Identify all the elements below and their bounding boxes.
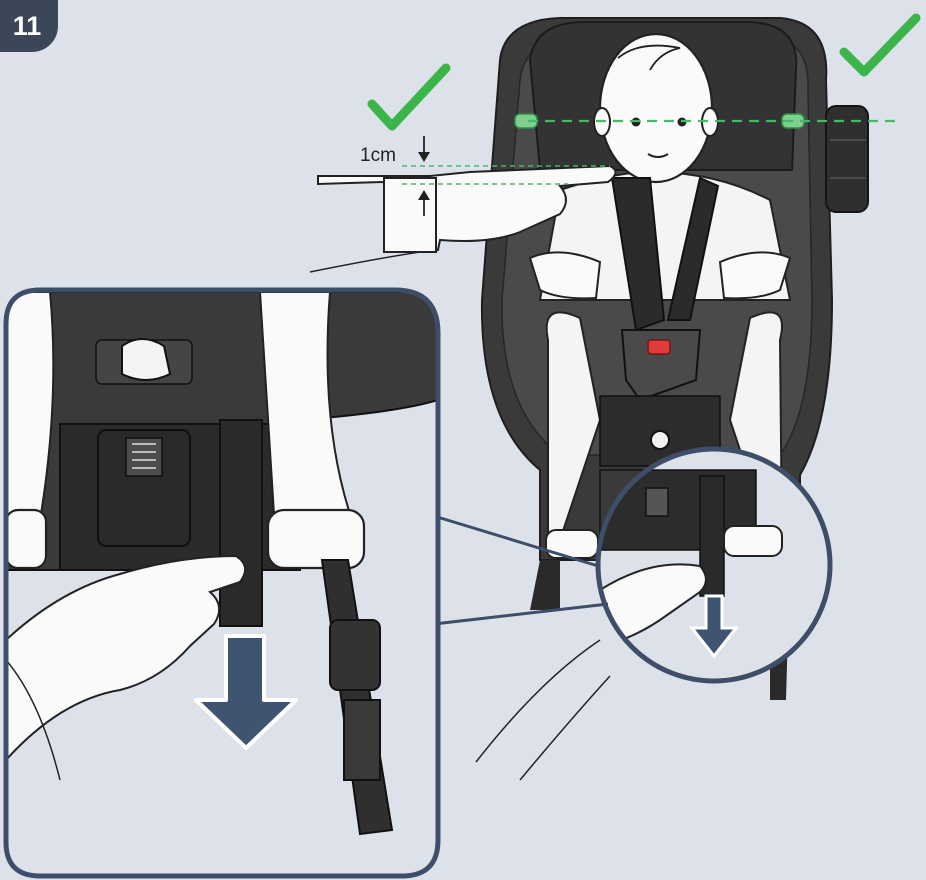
harness-buckle-button bbox=[647, 339, 671, 355]
harness-height-guide bbox=[402, 119, 900, 185]
step-number-badge: 11 bbox=[0, 0, 58, 52]
measurement-indicator: 1cm bbox=[360, 136, 430, 216]
measurement-label: 1cm bbox=[360, 145, 396, 166]
arrow-down-icon bbox=[688, 594, 740, 659]
checkmark-icon bbox=[839, 13, 921, 77]
child bbox=[528, 32, 792, 559]
adjuster-strap bbox=[219, 419, 263, 627]
child-head bbox=[598, 32, 714, 184]
parent-arm bbox=[475, 639, 601, 763]
arrow-down-icon bbox=[194, 634, 298, 750]
detail-inset bbox=[3, 287, 441, 879]
parent-hand-measuring bbox=[309, 164, 617, 273]
checkmark-icon bbox=[367, 63, 451, 131]
parent-hand-pulling bbox=[6, 554, 247, 781]
harness-adjuster-knob bbox=[95, 338, 193, 385]
side-impact-protection bbox=[825, 105, 869, 213]
step-number: 11 bbox=[12, 10, 42, 41]
detail-callout-ring bbox=[595, 446, 833, 684]
harness-release-housing bbox=[97, 429, 191, 547]
harness-adjuster bbox=[650, 430, 670, 450]
